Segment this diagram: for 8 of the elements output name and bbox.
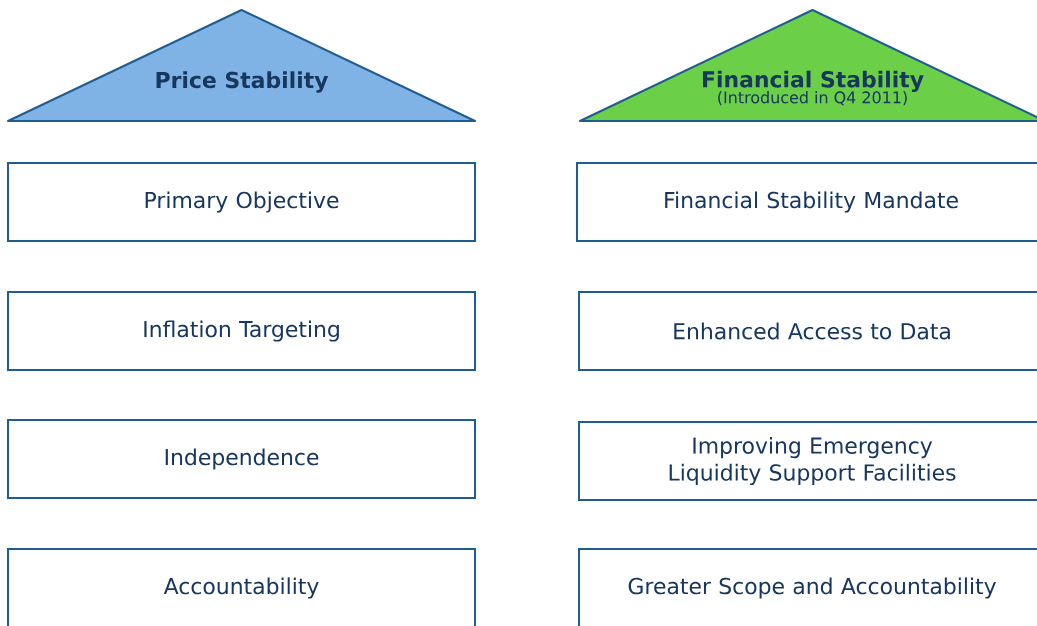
text-box: Improving Emergency Liquidity Support Facilities bbox=[578, 421, 1037, 501]
text-box: Greater Scope and Accountability bbox=[578, 548, 1037, 626]
text-box: Independence bbox=[7, 419, 476, 499]
text-box: Inflation Targeting bbox=[7, 291, 476, 371]
text-box: Financial Stability Mandate bbox=[576, 162, 1037, 242]
text-box: Primary Objective bbox=[7, 162, 476, 242]
text-box: Enhanced Access to Data bbox=[578, 291, 1037, 371]
text-box: Accountability bbox=[7, 548, 476, 626]
